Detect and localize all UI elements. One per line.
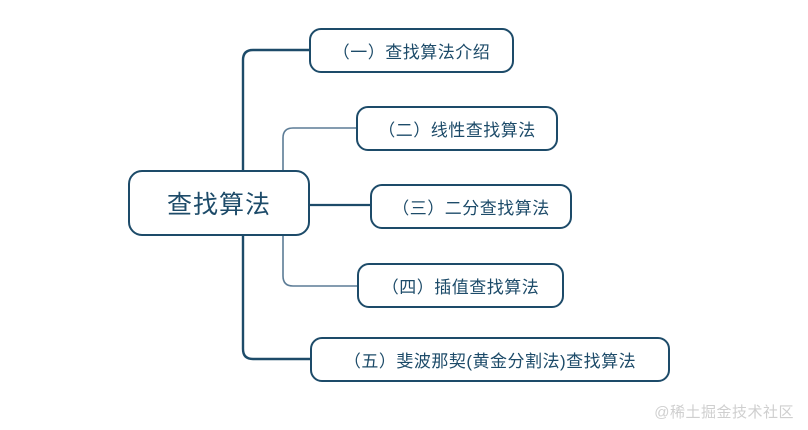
branch-node-3-label: （三）二分查找算法	[392, 199, 550, 218]
branch-node-2-label: （二）线性查找算法	[378, 121, 536, 140]
branch-node-3[interactable]: （三）二分查找算法	[370, 184, 572, 229]
branch-node-5[interactable]: （五）斐波那契(黄金分割法)查找算法	[310, 337, 670, 382]
branch-node-1[interactable]: （一）查找算法介绍	[309, 28, 514, 73]
branch-node-5-label: （五）斐波那契(黄金分割法)查找算法	[343, 352, 637, 371]
branch-node-1-label: （一）查找算法介绍	[332, 43, 491, 62]
root-node[interactable]: 查找算法	[128, 170, 310, 236]
root-node-label: 查找算法	[166, 191, 271, 219]
watermark: @稀土掘金技术社区	[654, 404, 794, 421]
branch-node-2[interactable]: （二）线性查找算法	[356, 106, 558, 151]
branch-node-4[interactable]: （四）插值查找算法	[357, 263, 564, 308]
branch-node-4-label: （四）插值查找算法	[381, 278, 540, 297]
